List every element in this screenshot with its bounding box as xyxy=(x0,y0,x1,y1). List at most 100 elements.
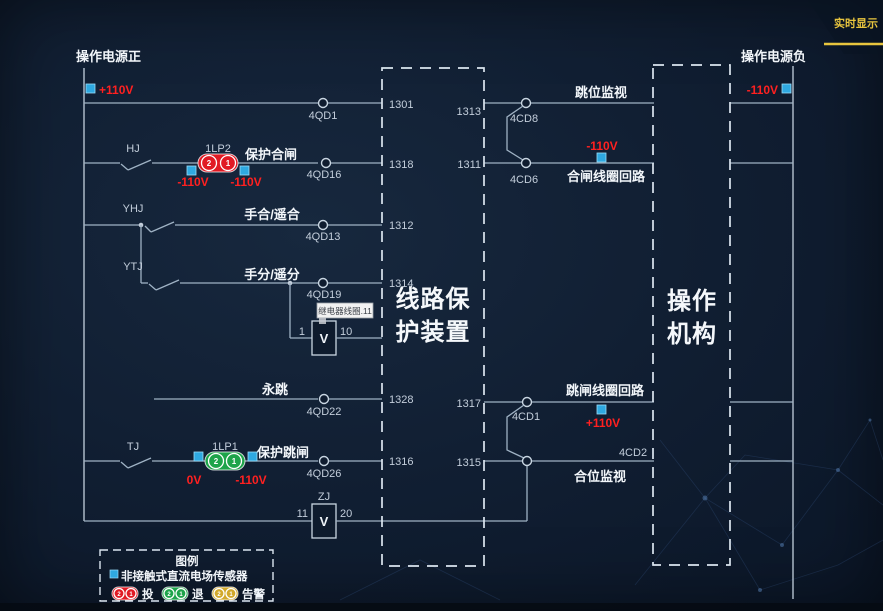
contact-4qd1 xyxy=(317,97,329,109)
contact-4cd6 xyxy=(520,157,532,169)
sensor-reading: +110V xyxy=(586,416,620,430)
row-manual-open: YTJ 4QD19 1314 手分/遥分 1 V 10 继电器线圈.11 xyxy=(123,225,413,356)
legend-pill-withdrawn: 2 1 xyxy=(161,586,189,601)
pill-number: 1 xyxy=(226,159,231,168)
legend-withdrawn-label: 退 xyxy=(192,587,204,601)
switch-label-yhj: YHJ xyxy=(123,203,144,215)
contact-4cd8 xyxy=(520,97,532,109)
circuit-label: 跳闸线圈回路 xyxy=(566,383,645,398)
relay-coil-zj[interactable]: V xyxy=(311,503,337,539)
realtime-tab[interactable]: 实时显示 xyxy=(824,16,883,46)
legend-sensor-label: 非接触式直流电场传感器 xyxy=(121,569,248,583)
terminal-label: 4QD19 xyxy=(307,289,342,301)
link-pill-1lp1-withdrawn[interactable]: 2 1 xyxy=(204,451,246,471)
row-trip-coil: 1317 4CD1 跳闸线圈回路 +110V xyxy=(457,383,654,459)
tooltip-text: 继电器线圈.11 xyxy=(318,306,372,316)
background-network xyxy=(339,418,883,601)
switch-label-hj: HJ xyxy=(126,143,139,155)
operating-mechanism-title-line2: 机构 xyxy=(667,320,717,348)
legend-alarm-label: 告警 xyxy=(242,587,265,601)
wire-number: 1318 xyxy=(389,159,413,171)
field-sensor-icon[interactable] xyxy=(596,404,607,415)
bus-positive-label: 操作电源正 xyxy=(76,49,141,64)
legend-pill-engaged: 2 1 xyxy=(111,586,139,601)
protection-device-title-line1: 线路保 xyxy=(396,285,471,313)
field-sensor-icon[interactable] xyxy=(247,451,258,462)
terminal-label: 4QD22 xyxy=(307,406,342,418)
mechanism-to-bus-wires xyxy=(730,102,793,462)
field-sensor-icon[interactable] xyxy=(186,165,197,176)
coil-terminal: 10 xyxy=(340,326,352,338)
coil-terminal: 20 xyxy=(340,508,352,520)
link-pill-1lp2-engaged[interactable]: 2 1 xyxy=(197,153,239,173)
wire-number: 1312 xyxy=(389,220,413,232)
switch-label-tj: TJ xyxy=(127,441,139,453)
field-sensor-icon[interactable] xyxy=(239,165,250,176)
contact-4cd1 xyxy=(521,396,533,408)
circuit-label: 保护合闸 xyxy=(244,147,297,162)
sensor-reading: -110V xyxy=(747,83,778,97)
protection-device-title-line2: 护装置 xyxy=(396,319,471,346)
legend-box xyxy=(99,549,274,602)
circuit-label: 跳位监视 xyxy=(575,85,627,100)
wire-number: 1316 xyxy=(389,456,413,468)
row-protect-trip: TJ 4QD26 1316 保护跳闸 0V -110V 1LP1 2 1 xyxy=(84,441,413,487)
relay-coil-symbol: V xyxy=(320,514,329,529)
wire-number: 1315 xyxy=(457,457,481,469)
circuit-label: 手分/遥分 xyxy=(244,267,300,282)
pill-number: 2 xyxy=(214,457,219,466)
terminal-label: 4CD8 xyxy=(510,113,538,125)
terminal-label: 4CD6 xyxy=(510,174,538,186)
pill-number: 1 xyxy=(232,457,237,466)
row-close-monitor: 1315 4CD2 合位监视 xyxy=(457,447,654,484)
bottom-strip xyxy=(0,603,883,611)
coil-terminal: 1 xyxy=(299,326,305,338)
row-trip-monitor: 1313 4CD8 跳位监视 xyxy=(457,85,654,161)
wire-number: 1328 xyxy=(389,394,413,406)
circuit-label: 手合/遥合 xyxy=(244,207,301,222)
field-sensor-icon[interactable] xyxy=(85,83,96,94)
corner-shade xyxy=(808,0,883,54)
contact-4qd26 xyxy=(318,455,330,467)
circuit-label: 合闸线圈回路 xyxy=(567,169,646,184)
switch-blade-yhj xyxy=(144,225,152,233)
link-label-1lp1: 1LP1 xyxy=(212,441,238,453)
contact-4qd19 xyxy=(317,277,329,289)
wire-number: 1301 xyxy=(389,99,413,111)
link-label-1lp2: 1LP2 xyxy=(205,143,231,155)
operating-mechanism-box: 操作 机构 xyxy=(652,64,731,566)
contact-4qd13 xyxy=(317,219,329,231)
switch-blade-hj xyxy=(120,163,129,171)
changeover-link xyxy=(506,404,525,459)
tooltip: 继电器线圈.11 xyxy=(316,302,374,324)
sensor-bus-positive[interactable]: +110V xyxy=(85,83,133,97)
contact-4qd16 xyxy=(320,157,332,169)
relay-coil-v1[interactable]: V xyxy=(311,320,337,356)
terminal-label: 4CD1 xyxy=(512,411,540,423)
wire-number: 1311 xyxy=(457,159,481,171)
field-sensor-icon[interactable] xyxy=(193,451,204,462)
field-sensor-icon[interactable] xyxy=(781,83,792,94)
legend: 图例 非接触式直流电场传感器 2 1 投 2 1 退 2 1 告警 xyxy=(99,549,274,602)
protection-device-box: 线路保 护装置 xyxy=(381,67,485,567)
relay-coil-symbol: V xyxy=(320,331,329,346)
sensor-reading: +110V xyxy=(99,83,133,97)
row-close-coil: 1311 4CD6 合闸线圈回路 -110V xyxy=(457,139,654,186)
pill-number: 1 xyxy=(229,592,233,598)
contact-4qd22 xyxy=(318,393,330,405)
wire-number: 1314 xyxy=(389,278,413,290)
sensor-reading: -110V xyxy=(235,473,266,487)
bus-negative-label: 操作电源负 xyxy=(741,49,806,64)
sensor-bus-negative[interactable]: -110V xyxy=(747,83,792,97)
switch-blade-tj xyxy=(120,461,129,469)
contact-4cd2 xyxy=(521,455,533,467)
legend-title: 图例 xyxy=(176,554,199,568)
circuit-label: 保护跳闸 xyxy=(256,445,309,460)
realtime-tab-label[interactable]: 实时显示 xyxy=(834,16,878,30)
sensor-reading: 0V xyxy=(187,473,202,487)
row-protect-close: HJ 4QD16 1318 保护合闸 -110V -110V 1LP2 2 1 xyxy=(84,143,413,189)
row-manual-close: YHJ 4QD13 1312 手合/遥合 xyxy=(84,203,413,243)
field-sensor-icon[interactable] xyxy=(596,152,607,163)
